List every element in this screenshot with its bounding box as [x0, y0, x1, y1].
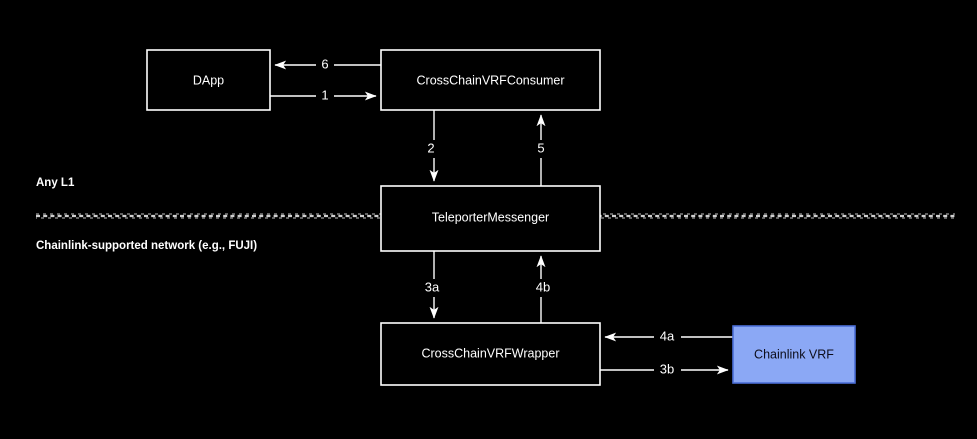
node-dapp-label: DApp — [193, 73, 224, 87]
node-crosschainvrfwrapper-box[interactable] — [380, 322, 601, 386]
node-dapp[interactable]: DApp — [146, 49, 271, 111]
node-crosschainvrfconsumer-label: CrossChainVRFConsumer — [417, 73, 565, 87]
zone-label-chainlink-network: Chainlink-supported network (e.g., FUJI) — [36, 240, 257, 252]
zone-label-any-l1: Any L1 — [36, 177, 75, 189]
edge-label-5: 5 — [537, 140, 544, 155]
node-chainlinkvrf-label: Chainlink VRF — [754, 347, 834, 361]
node-teleportermessenger-box[interactable] — [380, 185, 601, 252]
edge-label-6: 6 — [321, 56, 328, 71]
edge-labels: 6 1 2 5 3a 4b 4a 3b — [316, 56, 681, 379]
edge-label-1: 1 — [321, 87, 328, 102]
edge-label-3b: 3b — [660, 361, 674, 376]
node-chainlinkvrf[interactable]: Chainlink VRF — [732, 325, 856, 384]
node-crosschainvrfconsumer[interactable]: CrossChainVRFConsumer — [380, 49, 601, 111]
edge-label-4b: 4b — [536, 279, 550, 294]
node-teleportermessenger[interactable]: TeleporterMessenger — [380, 185, 601, 252]
node-crosschainvrfwrapper-label: CrossChainVRFWrapper — [421, 346, 559, 360]
node-crosschainvrfwrapper[interactable]: CrossChainVRFWrapper — [380, 322, 601, 386]
network-boundary-divider — [36, 213, 955, 219]
node-teleportermessenger-label: TeleporterMessenger — [432, 210, 549, 224]
edge-label-4a: 4a — [660, 328, 675, 343]
node-dapp-box[interactable] — [146, 49, 271, 111]
edge-label-2: 2 — [427, 140, 434, 155]
node-chainlinkvrf-box[interactable] — [732, 325, 856, 384]
node-crosschainvrfconsumer-box[interactable] — [380, 49, 601, 111]
edge-label-3a: 3a — [425, 279, 440, 294]
